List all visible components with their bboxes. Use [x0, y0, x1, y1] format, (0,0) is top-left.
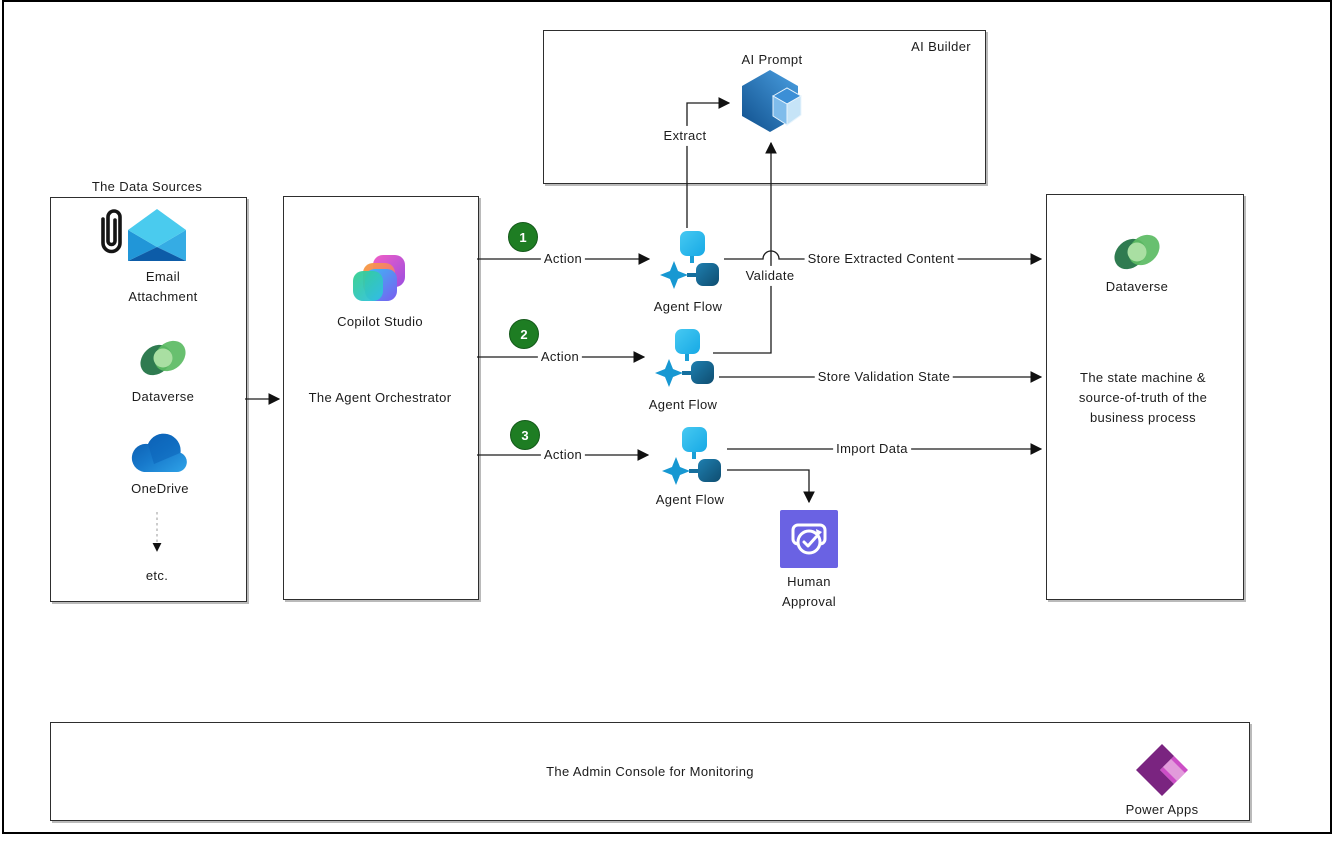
ai-prompt-icon — [742, 70, 803, 132]
data-sources-box — [50, 197, 247, 602]
data-sources-title: The Data Sources — [91, 178, 203, 194]
action-1-label: Action — [540, 248, 586, 270]
admin-console-box — [50, 722, 1250, 821]
action-2-label: Action — [537, 346, 583, 368]
action-3-label: Action — [540, 444, 586, 466]
store-validation-state-label: Store Validation State — [814, 366, 954, 388]
agent-flow-1-label: Agent Flow — [653, 298, 723, 314]
step-3-badge: 3 — [510, 420, 540, 450]
admin-console-title: The Admin Console for Monitoring — [546, 763, 754, 779]
onedrive-label: OneDrive — [131, 480, 189, 496]
paperclip-icon — [101, 209, 122, 254]
agent-flow-1-icon — [660, 231, 719, 289]
power-apps-label: Power Apps — [1125, 801, 1199, 817]
copilot-studio-label: Copilot Studio — [337, 313, 423, 329]
email-icon — [128, 209, 186, 261]
import-data-label: Import Data — [833, 438, 911, 460]
ai-prompt-label: AI Prompt — [741, 51, 803, 67]
validate-edge-label: Validate — [742, 265, 798, 287]
agent-flow-3-label: Agent Flow — [655, 491, 725, 507]
dataverse-source-label: Dataverse — [131, 388, 195, 404]
orchestrator-role-label: The Agent Orchestrator — [308, 389, 452, 405]
step-2-badge: 2 — [509, 319, 539, 349]
extract-edge-label: Extract — [660, 125, 710, 147]
email-attachment-label: Email Attachment — [128, 268, 198, 304]
store-extracted-content-label: Store Extracted Content — [804, 248, 958, 270]
power-apps-icon — [1136, 744, 1188, 796]
etc-label: etc. — [145, 567, 169, 583]
step-1-badge: 1 — [508, 222, 538, 252]
agent-flow-2-label: Agent Flow — [648, 396, 718, 412]
dataverse-store-icon — [1114, 234, 1160, 270]
agent-flow-3-icon — [662, 427, 721, 485]
human-approval-label: Human Approval — [781, 573, 837, 609]
state-store-description: The state machine & source-of-truth of t… — [1078, 369, 1208, 426]
human-approval-icon — [780, 510, 838, 568]
agent-flow-2-icon — [655, 329, 714, 387]
ai-builder-box-label: AI Builder — [911, 39, 971, 54]
copilot-studio-icon — [353, 255, 405, 301]
dataverse-store-label: Dataverse — [1105, 278, 1169, 294]
onedrive-icon — [131, 433, 187, 472]
dataverse-icon — [140, 340, 186, 376]
